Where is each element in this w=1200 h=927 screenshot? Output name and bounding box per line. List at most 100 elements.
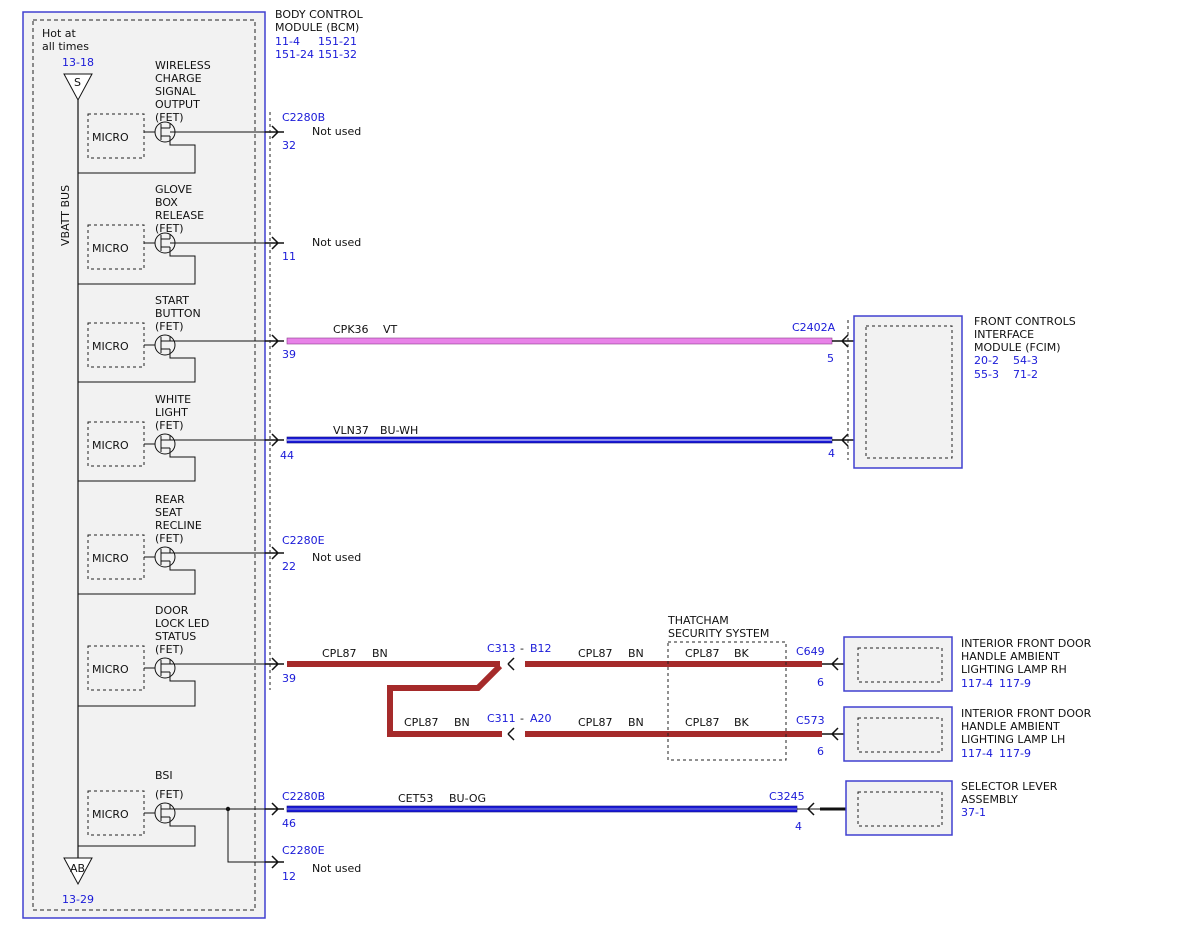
micro-label: MICRO	[92, 439, 129, 452]
output-label-line: CHARGE	[155, 72, 202, 85]
wire-circuit: CPL87	[404, 716, 438, 729]
inline-dash: -	[520, 642, 524, 655]
inline-arrow-icon	[507, 657, 515, 671]
lamp-lh-title: HANDLE AMBIENT	[961, 720, 1060, 733]
output-label-line: WIRELESS	[155, 59, 211, 72]
wire-circuit: CPL87	[685, 647, 719, 660]
power-source-triangle-icon	[63, 73, 93, 102]
lamp-rh-inner-box	[857, 647, 943, 683]
fet-circuit	[78, 235, 265, 285]
pin-number: 6	[817, 745, 824, 758]
bcm-output-glove-box: GLOVE BOX RELEASE (FET) MICRO 11 Not use…	[78, 183, 361, 285]
output-label-line: REAR	[155, 493, 185, 506]
output-label-line: BUTTON	[155, 307, 201, 320]
bottom-ground-symbol: AB	[70, 862, 85, 875]
hot-at-all-times-label: all times	[42, 40, 89, 53]
connector-arrow-icon	[265, 433, 284, 447]
not-used-label: Not used	[312, 551, 361, 564]
fcim-title: MODULE (FCIM)	[974, 341, 1061, 354]
output-label-line: START	[155, 294, 189, 307]
connector-arrow-icon	[806, 802, 815, 816]
output-label-line: LIGHT	[155, 406, 188, 419]
wire-color: BN	[628, 716, 644, 729]
lamp-lh-border	[843, 706, 953, 762]
output-label-line: OUTPUT	[155, 98, 200, 111]
lamp-rh-ref: 117-4	[961, 677, 993, 690]
inline-dash: -	[520, 712, 524, 725]
ground-triangle-icon	[63, 857, 93, 886]
pin-number: 6	[817, 676, 824, 689]
not-used-label: Not used	[312, 862, 361, 875]
fcim-module: FRONT CONTROLS INTERFACE MODULE (FCIM) 2…	[853, 315, 1076, 469]
wire-circuit: CPK36	[333, 323, 369, 336]
top-power-ref: 13-18	[62, 56, 94, 69]
fcim-border	[853, 315, 963, 469]
top-power-symbol: S	[74, 76, 81, 89]
bcm-title-line: MODULE (BCM)	[275, 21, 359, 34]
bcm-inner-dashed-border	[32, 19, 256, 911]
fcim-ref: 55-3	[974, 368, 999, 381]
vbatt-bus-label: VBATT BUS	[59, 185, 72, 246]
thatcham-box	[667, 641, 787, 761]
connector-arrow-icon	[265, 855, 284, 869]
wire-circuit: CPL87	[578, 647, 612, 660]
not-used-label: Not used	[312, 236, 361, 249]
lamp-lh-ref: 117-4	[961, 747, 993, 760]
wire-color: BU-OG	[449, 792, 486, 805]
fcim-title: FRONT CONTROLS	[974, 315, 1076, 328]
connector-id: C2402A	[792, 321, 836, 334]
thatcham-security-system: THATCHAM SECURITY SYSTEM	[667, 614, 787, 761]
selector-lever-module: SELECTOR LEVER ASSEMBLY 37-1	[845, 780, 1058, 836]
wire-color: BN	[628, 647, 644, 660]
output-label-line: BOX	[155, 196, 178, 209]
wire-color: BN	[454, 716, 470, 729]
pin-number: 4	[795, 820, 802, 833]
wire-color: BK	[734, 647, 750, 660]
lamp-rh-title: INTERIOR FRONT DOOR	[961, 637, 1092, 650]
connector-arrow-icon	[265, 334, 284, 348]
micro-label: MICRO	[92, 663, 129, 676]
selector-inner-box	[857, 791, 943, 827]
fet-circuit	[78, 337, 265, 383]
pin-number: 12	[282, 870, 296, 883]
lamp-lh-title: INTERIOR FRONT DOOR	[961, 707, 1092, 720]
output-label-line: LOCK LED	[155, 617, 209, 630]
output-label-line: RECLINE	[155, 519, 202, 532]
pin-number: 46	[282, 817, 296, 830]
bcm-module: BODY CONTROL MODULE (BCM) 11-4 151-21 15…	[22, 8, 364, 919]
thatcham-title: THATCHAM	[667, 614, 729, 627]
wire-color: BK	[734, 716, 750, 729]
output-label-line: (FET)	[155, 222, 184, 235]
bcm-ref: 151-24	[275, 48, 314, 61]
selector-border	[845, 780, 953, 836]
wire-color: BN	[372, 647, 388, 660]
output-label-line: WHITE	[155, 393, 191, 406]
micro-label: MICRO	[92, 131, 129, 144]
output-label-line: BSI	[155, 769, 173, 782]
bottom-ground-ref: 13-29	[62, 893, 94, 906]
output-label-line: (FET)	[155, 111, 184, 124]
wire-circuit: CPL87	[322, 647, 356, 660]
connector-arrow-icon	[265, 125, 284, 139]
output-label-line: GLOVE	[155, 183, 192, 196]
bcm-title-line: BODY CONTROL	[275, 8, 364, 21]
connector-id: C649	[796, 645, 825, 658]
bcm-output-rear-seat-recline: REAR SEAT RECLINE (FET) MICRO C2280E 22 …	[78, 493, 361, 595]
connector-arrow-icon	[265, 546, 284, 560]
bcm-ref: 151-32	[318, 48, 357, 61]
output-label-line: (FET)	[155, 532, 184, 545]
inline-connector-id: C313	[487, 642, 516, 655]
pin-number: 22	[282, 560, 296, 573]
output-label-line: (FET)	[155, 320, 184, 333]
wire-white-light: VLN37 BU-WH 4	[286, 424, 866, 460]
connector-id: C2280E	[282, 844, 325, 857]
connector-arrow-icon	[265, 236, 284, 250]
fet-circuit	[78, 436, 265, 482]
fet-circuit	[78, 124, 265, 174]
fet-circuit	[78, 805, 265, 863]
pin-number: 32	[282, 139, 296, 152]
micro-box	[87, 224, 145, 270]
pin-number: 4	[828, 447, 835, 460]
not-used-label: Not used	[312, 125, 361, 138]
fet-circuit	[78, 549, 265, 595]
